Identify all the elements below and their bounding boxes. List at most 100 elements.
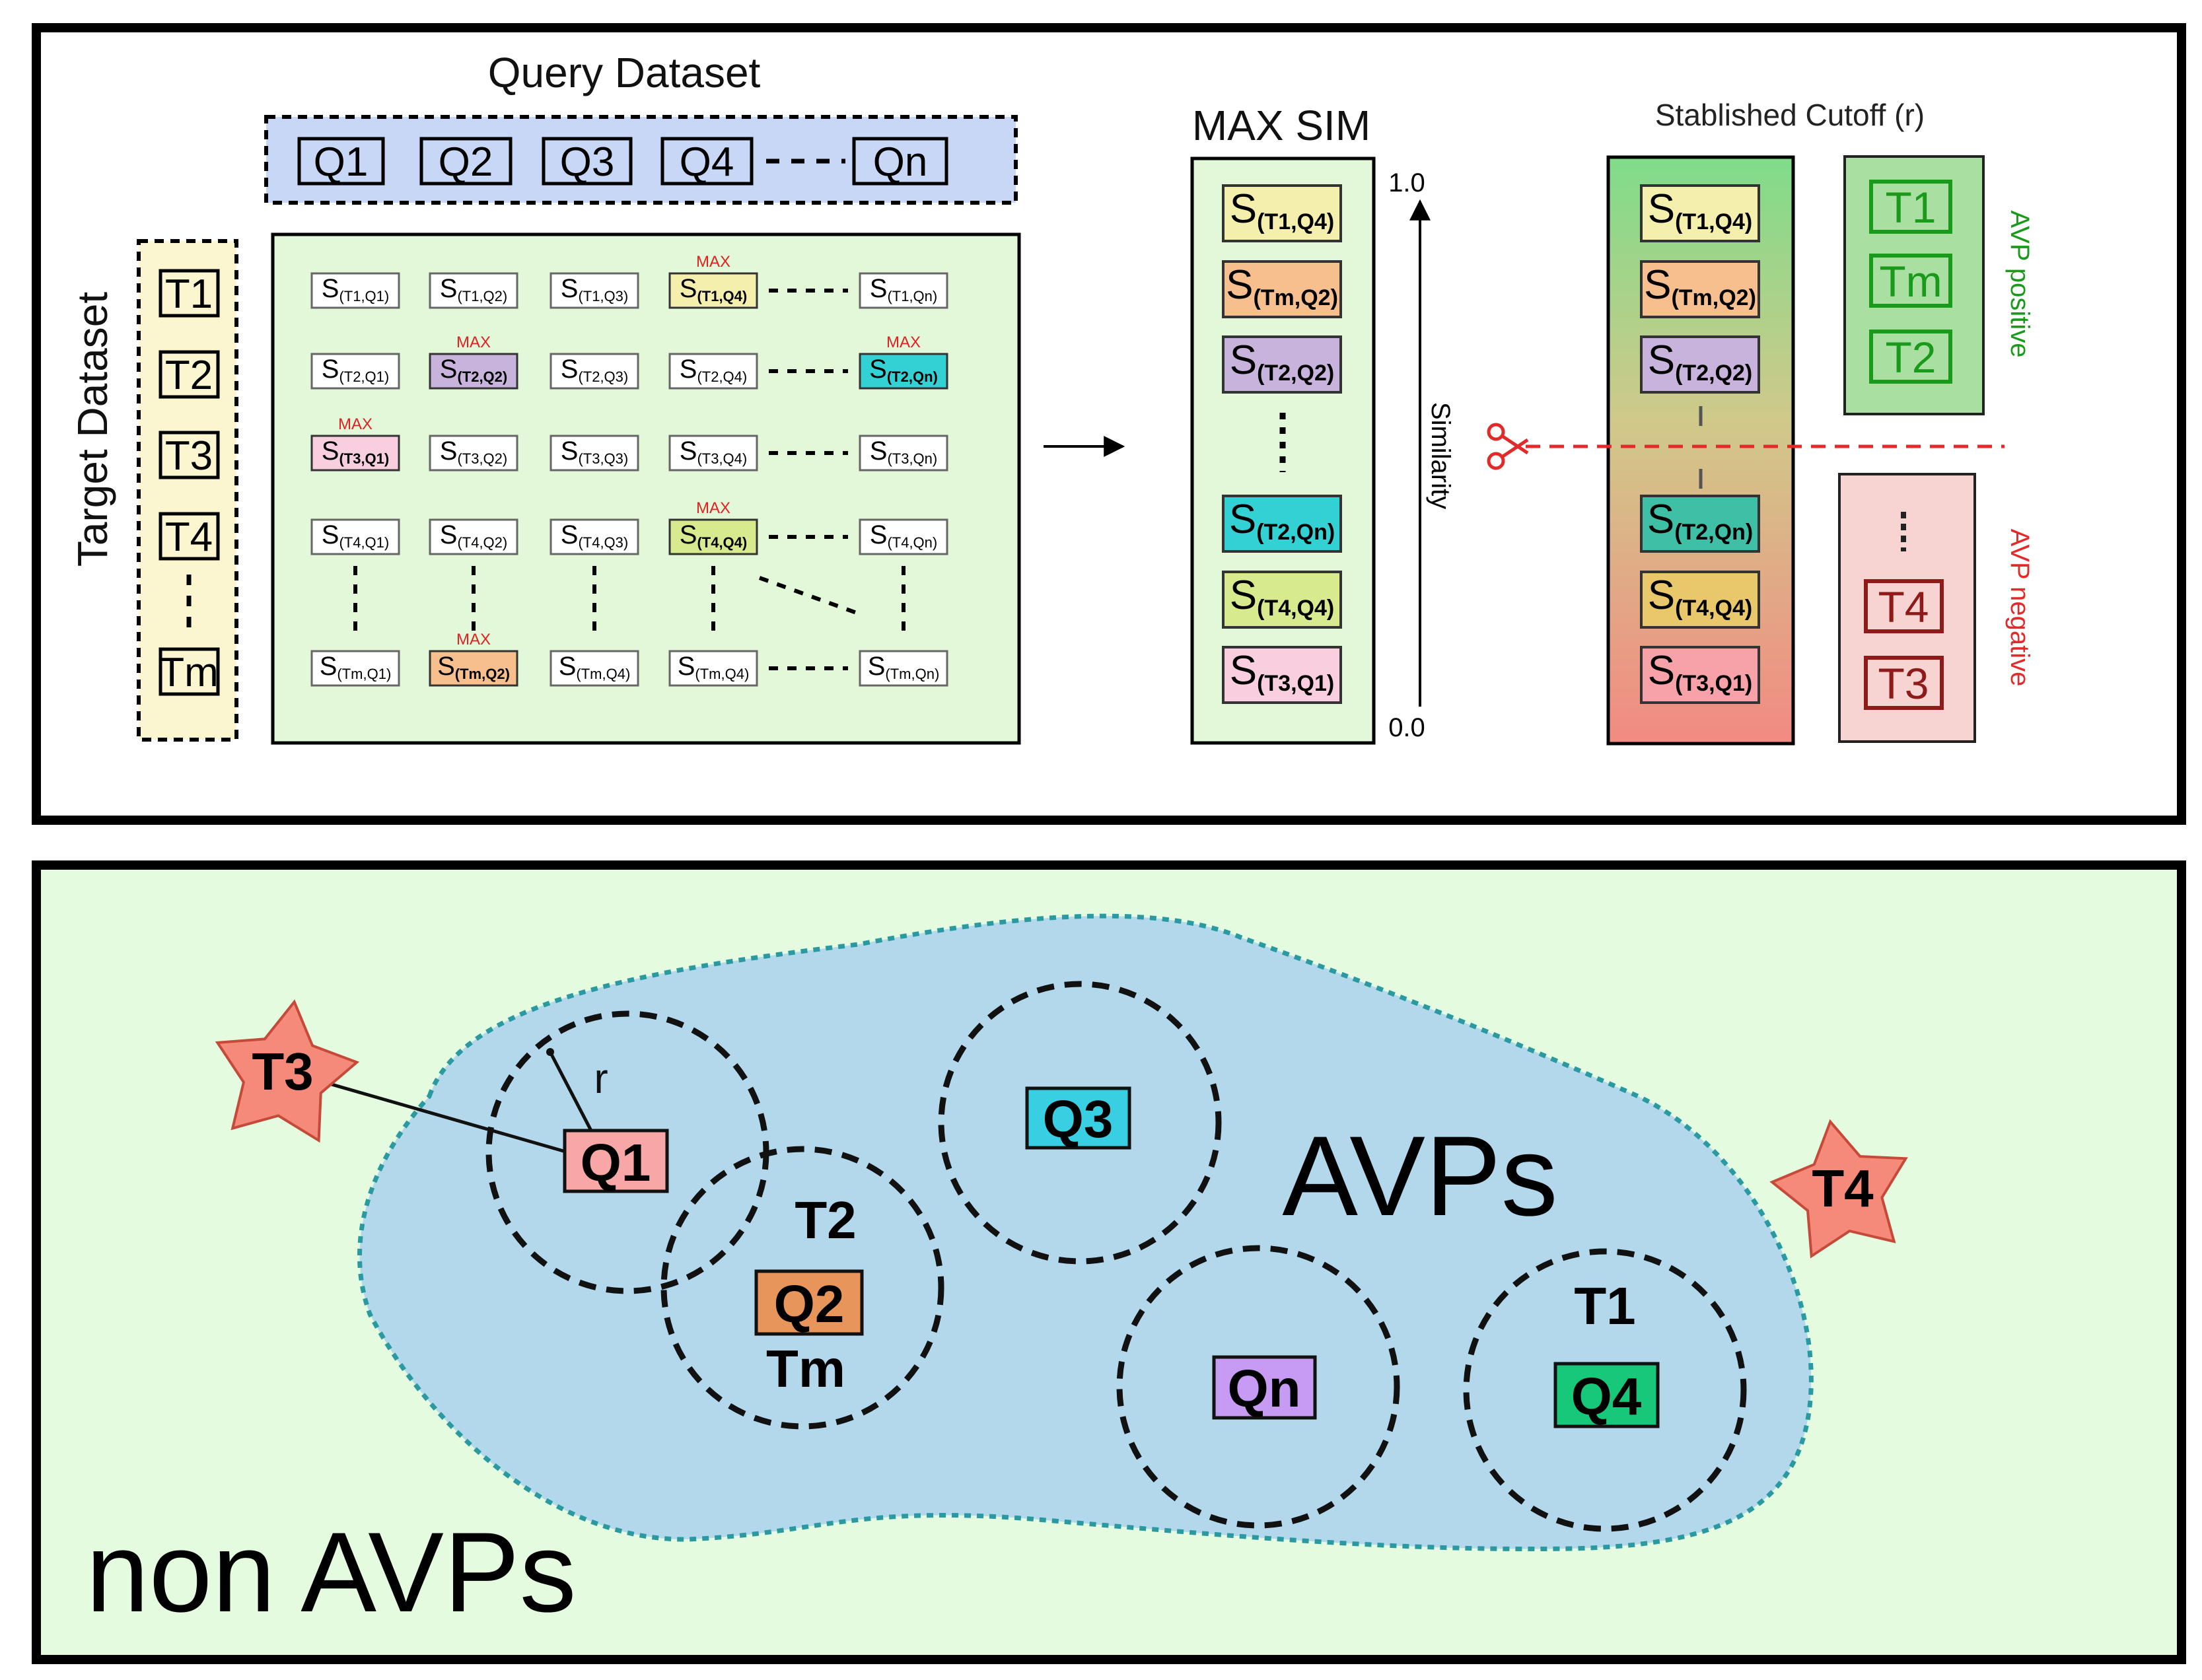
cutoff-cell [1640, 646, 1760, 704]
matrix-cell-label: S(T4,Q1) [322, 520, 389, 551]
avp-negative-label: AVP negative [2005, 529, 2034, 687]
target-item-box [159, 431, 220, 479]
matrix-cell [310, 650, 400, 687]
cutoff-cell-label: S(Tm,Q2) [1644, 262, 1756, 310]
axis-bottom-value: 0.0 [1388, 713, 1425, 742]
matrix-cell-label: S(T1,Q1) [322, 274, 389, 304]
matrix-cell [859, 650, 948, 687]
avp-negative-item-label: T3 [1878, 659, 1929, 708]
non-avps-label: non AVPs [86, 1509, 577, 1636]
matrix-cell-label: S(T3,Q1) [322, 437, 389, 467]
matrix-cell-label: S(T3,Q2) [440, 437, 507, 467]
max-sim-cell-label: S(Tm,Q2) [1226, 262, 1338, 310]
target-item-box [159, 512, 220, 561]
avp-positive-item-box [1869, 180, 1952, 234]
query-item-box [660, 137, 754, 186]
target-item-box [159, 269, 220, 318]
avp-negative-item-box [1864, 579, 1944, 633]
cutoff-cell [1640, 260, 1760, 318]
avp-positive-item-label: T2 [1885, 333, 1936, 382]
matrix-cell [550, 518, 639, 555]
target-item-label: T2 [165, 353, 213, 398]
q1-box [563, 1129, 669, 1193]
target-items: T1 T2 T3 T4 Tm [159, 269, 220, 696]
t1-member-label: T1 [1574, 1277, 1635, 1335]
query-item-label: Qn [873, 139, 928, 185]
radius-label: r [594, 1055, 608, 1102]
matrix-cell [550, 650, 639, 687]
matrix-cell-label: S(Tm,Q1) [320, 652, 392, 682]
query-item-label: Q4 [680, 139, 734, 185]
target-item-box [159, 350, 220, 399]
matrix-cell-label: S(T3,Q4) [680, 437, 747, 467]
max-sim-cell [1222, 335, 1342, 394]
avp-positive-item-label: T1 [1885, 183, 1936, 232]
avp-negative-item-label: T4 [1878, 582, 1929, 631]
query-item-box [852, 137, 948, 186]
avp-positive-item-label: Tm [1879, 257, 1942, 306]
q3-label: Q3 [1043, 1090, 1114, 1148]
cutoff-cell-label: S(T1,Q4) [1648, 186, 1752, 234]
q4-box [1553, 1362, 1660, 1428]
target-item-label: T4 [165, 514, 213, 560]
cutoff-cell-label: S(T3,Q1) [1648, 648, 1752, 696]
matrix-cell [429, 518, 518, 555]
query-radius-circle [1463, 1248, 1747, 1532]
max-sim-cell [1222, 571, 1342, 629]
cutoff-cell [1640, 495, 1760, 553]
query-radius-circle [1116, 1245, 1400, 1529]
avp-cluster-region [357, 913, 1814, 1552]
t3-q1-link [326, 1081, 569, 1154]
matrix-cell [550, 272, 639, 309]
matrix-cell-label: S(T2,Q2) [440, 355, 507, 385]
star-t4 [1769, 1119, 1908, 1259]
max-sim-cells: S(T1,Q4)S(Tm,Q2)S(T2,Q2)S(T2,Qn)S(T4,Q4)… [1222, 184, 1342, 704]
matrix-cell-label: S(Tm,Q4) [559, 652, 631, 682]
cutoff-cell-label: S(T4,Q4) [1648, 573, 1752, 621]
max-sim-title: MAX SIM [1192, 102, 1370, 149]
matrix-cell [668, 650, 758, 687]
scissors-icon [1487, 423, 1529, 470]
max-marker: MAX [338, 415, 373, 433]
matrix-cell-label: S(T4,Q2) [440, 520, 507, 551]
matrix-cell [859, 435, 948, 472]
matrix-cell [310, 272, 400, 309]
cutoff-cell-label: S(T2,Qn) [1647, 497, 1753, 545]
matrix-cell [429, 272, 518, 309]
matrix-cell-label: S(T4,Q4) [680, 520, 747, 551]
max-sim-cell-label: S(T2,Q2) [1230, 337, 1334, 386]
avp-positive-item-box [1869, 330, 1952, 384]
target-item-label: T1 [165, 271, 213, 317]
tm-member-label: Tm [766, 1339, 845, 1398]
matrix-cell [859, 518, 948, 555]
matrix-cell-label: S(T1,Q2) [440, 274, 507, 304]
qn-box [1212, 1355, 1317, 1420]
q2-box [754, 1269, 864, 1336]
matrix-cell-label: S(Tm,Q4) [678, 652, 750, 682]
matrix-cell-label: S(T1,Q4) [680, 274, 747, 304]
cutoff-cell [1640, 184, 1760, 242]
matrix-cell-label: S(T2,Q4) [680, 355, 747, 385]
max-marker: MAX [886, 333, 921, 351]
matrix-cell [668, 518, 758, 555]
max-sim-cell [1222, 495, 1342, 553]
max-sim-cell [1222, 184, 1342, 242]
matrix-cell-label: S(Tm,Qn) [868, 652, 940, 682]
matrix-cell-label: S(T4,Qn) [870, 520, 937, 551]
max-marker: MAX [696, 253, 730, 271]
max-marker: MAX [696, 499, 730, 517]
matrix-cell [429, 650, 518, 687]
t2-member-label: T2 [795, 1191, 856, 1249]
star-t4-label: T4 [1812, 1159, 1874, 1218]
matrix-cell-label: S(T2,Q1) [322, 355, 389, 385]
q3-box [1025, 1086, 1131, 1150]
query-radius-circle [660, 1146, 944, 1430]
query-dataset-box [264, 115, 1018, 205]
matrix-cells: S(T1,Q1)S(T1,Q2)S(T1,Q3)S(T1,Q4)MAXS(T1,… [310, 253, 948, 687]
max-sim-cell-label: S(T1,Q4) [1230, 186, 1334, 234]
query-item-label: Q1 [314, 139, 369, 185]
cutoff-cell-label: S(T2,Q2) [1648, 337, 1752, 386]
q1-label: Q1 [581, 1133, 651, 1192]
